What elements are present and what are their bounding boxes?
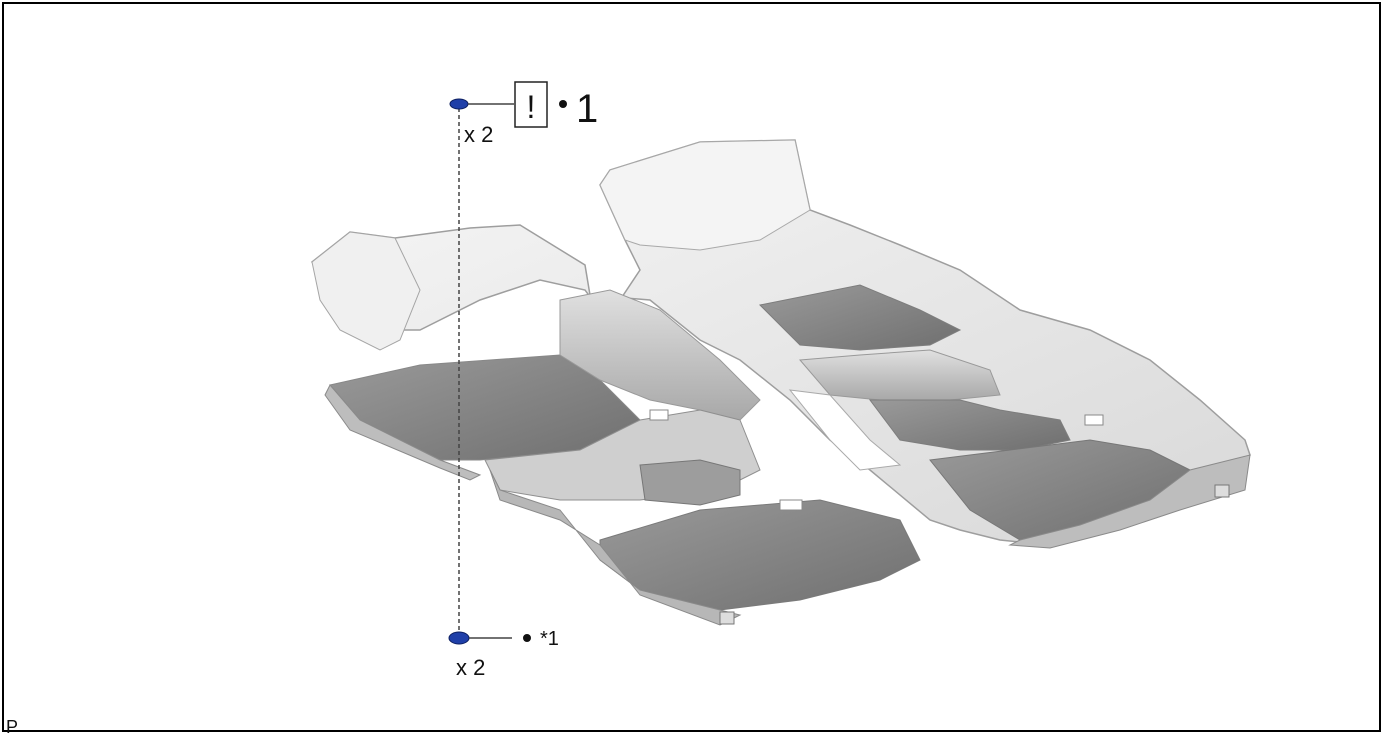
slot-3: [1084, 414, 1104, 426]
seat-rail-block: [639, 459, 741, 506]
floor-carpet: [310, 139, 1251, 626]
top-clip-icon: [449, 98, 469, 110]
rear-tunnel: [798, 349, 1001, 401]
bottom-bullet-icon: [523, 634, 531, 642]
front-left-skirt: [324, 384, 482, 481]
center-opening: [788, 389, 902, 471]
top-quantity-label: x 2: [464, 122, 493, 147]
slot-1: [649, 409, 669, 421]
warning-symbol: !: [527, 89, 536, 125]
rear-right-skirt: [1008, 454, 1251, 549]
top-part-number: 1: [576, 87, 598, 131]
warning-box-icon: [514, 81, 548, 128]
corner-label: P: [6, 717, 18, 736]
bottom-note-label: *1: [540, 628, 559, 650]
top-clip-callout: ! 1 x 2: [449, 81, 598, 147]
front-right-skirt: [489, 469, 742, 626]
slot-2: [779, 499, 803, 511]
top-bullet-icon: [559, 100, 567, 108]
slot-4: [1214, 484, 1230, 498]
rear-mid-panel: [869, 399, 1071, 451]
rear-upper-panel: [758, 284, 962, 351]
front-left-wall: [311, 231, 421, 351]
bottom-quantity-label: x 2: [456, 655, 485, 680]
rear-wall-top: [599, 139, 811, 251]
bottom-clip-icon: [448, 631, 470, 645]
slot-5: [719, 611, 735, 625]
bottom-clip-callout: *1 x 2: [448, 628, 559, 680]
